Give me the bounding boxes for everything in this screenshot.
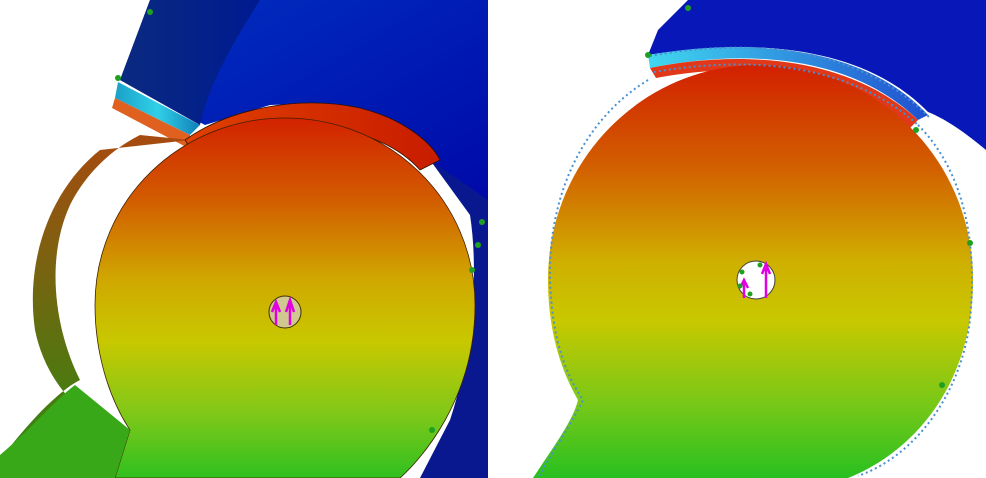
fixture-marker-icon — [469, 267, 475, 273]
fixture-marker-icon — [913, 127, 919, 133]
fixture-marker-icon — [757, 262, 763, 268]
boundary-dots — [537, 46, 973, 478]
left-render-panel — [0, 0, 488, 478]
fixture-marker-icon — [739, 269, 745, 275]
lower-foot — [0, 385, 130, 478]
fixture-marker-icon — [645, 52, 651, 58]
fixture-marker-icon — [939, 382, 945, 388]
contact-pad — [115, 82, 200, 135]
fixture-marker-icon — [685, 5, 691, 11]
fixture-marker-icon — [475, 242, 481, 248]
fixture-marker-icon — [967, 240, 973, 246]
load-arrow-icon — [760, 260, 772, 298]
right-render — [533, 0, 986, 478]
left-render — [0, 0, 488, 478]
fixture-marker-icon — [737, 283, 743, 289]
contact-pad-edge — [112, 98, 190, 148]
center-hole — [268, 295, 302, 329]
fixture-markers — [115, 9, 485, 433]
fixture-marker-icon — [479, 219, 485, 225]
fixture-marker-icon — [429, 427, 435, 433]
right-render-panel — [498, 0, 986, 478]
load-arrow-icon — [284, 296, 296, 325]
fixture-marker-icon — [147, 9, 153, 15]
housing-blue — [120, 0, 488, 478]
center-hole — [736, 260, 776, 300]
load-arrow-icon — [270, 298, 282, 325]
fixture-marker-icon — [747, 291, 753, 297]
fixture-marker-icon — [115, 75, 121, 81]
fixture-markers — [645, 5, 973, 388]
